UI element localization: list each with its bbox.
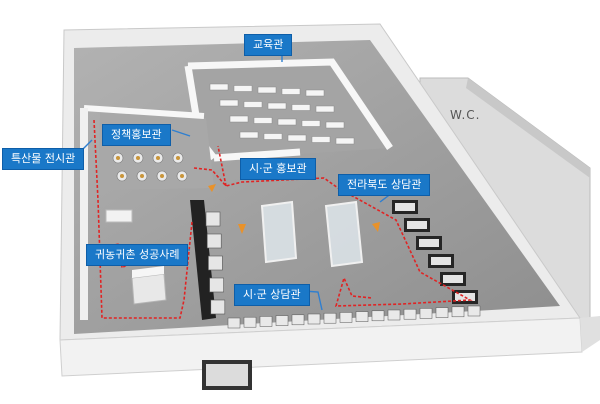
visitor-route-4 [217, 145, 227, 187]
visitor-route-2 [93, 119, 193, 319]
table-chair [156, 156, 160, 160]
education-desk [239, 131, 259, 139]
glass-booth-2 [324, 200, 364, 268]
education-desk [287, 134, 307, 142]
bottom-booth [227, 317, 241, 329]
city-county-consult-label: 시·군 상담관 [234, 284, 310, 306]
table-chair [116, 156, 120, 160]
bottom-booths [227, 305, 481, 329]
bottom-booth [451, 306, 465, 318]
right-booth-desk [407, 221, 427, 229]
route-arrow-1 [208, 184, 216, 192]
consult-booth [209, 277, 224, 293]
bottom-booth [291, 314, 305, 326]
bottom-booth [307, 313, 321, 325]
policy-hall-wall-top [83, 105, 205, 119]
bottom-booth [275, 315, 289, 326]
jeonbuk-consult-label: 전라북도 상담관 [338, 174, 431, 196]
entrance-desk-top [206, 364, 248, 386]
education-desk [209, 83, 229, 91]
route-arrow-2 [238, 224, 246, 234]
education-desk [325, 121, 345, 129]
bottom-booth [387, 309, 401, 321]
bottom-booth [259, 316, 273, 327]
bottom-booth [467, 305, 481, 317]
right-booth-desk [395, 203, 415, 211]
education-desk [219, 99, 239, 107]
right-booth-desk [419, 239, 439, 247]
table-chair [120, 174, 124, 178]
exhibit-counter [105, 209, 133, 223]
visitor-route-1 [193, 167, 473, 307]
bottom-booth [339, 312, 353, 323]
education-desk [233, 85, 253, 92]
glass-booth-1 [260, 200, 298, 264]
education-desk [277, 118, 297, 126]
consult-booth [210, 299, 226, 315]
bottom-booth [371, 310, 385, 322]
education-desks [209, 83, 355, 145]
bottom-booth [419, 308, 433, 319]
route-arrow-3 [372, 222, 380, 232]
right-booth-desk [431, 257, 451, 265]
education-desk [253, 117, 273, 124]
wc-room-top [466, 78, 590, 178]
bottom-booth [403, 308, 417, 320]
education-hall-wall-front [213, 148, 301, 162]
education-hall-label: 교육관 [244, 34, 293, 56]
partition-booths [205, 211, 226, 315]
education-desk [311, 136, 331, 143]
consult-booth [208, 255, 223, 271]
right-booth-desk [443, 275, 463, 283]
success-booth [131, 273, 167, 305]
round-tables [112, 152, 188, 182]
education-desk [267, 102, 287, 110]
education-desk [281, 88, 301, 95]
education-desk [335, 137, 355, 145]
leader-policy [171, 129, 191, 137]
bottom-booth [323, 312, 337, 324]
education-desk [243, 101, 263, 108]
education-desk [305, 89, 325, 97]
education-desk [257, 86, 277, 94]
consult-booth [205, 211, 221, 227]
table-chair [140, 174, 144, 178]
table-chair [136, 156, 140, 160]
front-wall-side [580, 316, 600, 352]
table-chair [160, 174, 164, 178]
education-desk [263, 133, 283, 140]
education-desk [315, 105, 335, 113]
bottom-booth [435, 307, 449, 318]
bottom-booth [355, 311, 369, 322]
table-chair [176, 156, 180, 160]
education-desk [301, 120, 321, 127]
consult-booth [206, 233, 222, 249]
return-farm-success-label: 귀농귀촌 성공사례 [86, 244, 189, 266]
wc-label: W.C. [450, 108, 481, 122]
specialty-exhibit-label: 특산물 전시관 [2, 148, 85, 170]
policy-promotion-label: 정책홍보관 [102, 124, 171, 146]
bottom-booth [243, 316, 257, 328]
education-desk [291, 104, 311, 111]
table-chair [180, 174, 184, 178]
city-county-promo-label: 시·군 홍보관 [240, 158, 316, 180]
education-desk [229, 115, 249, 123]
success-booth-top [132, 266, 164, 278]
education-hall-wall [187, 58, 393, 150]
